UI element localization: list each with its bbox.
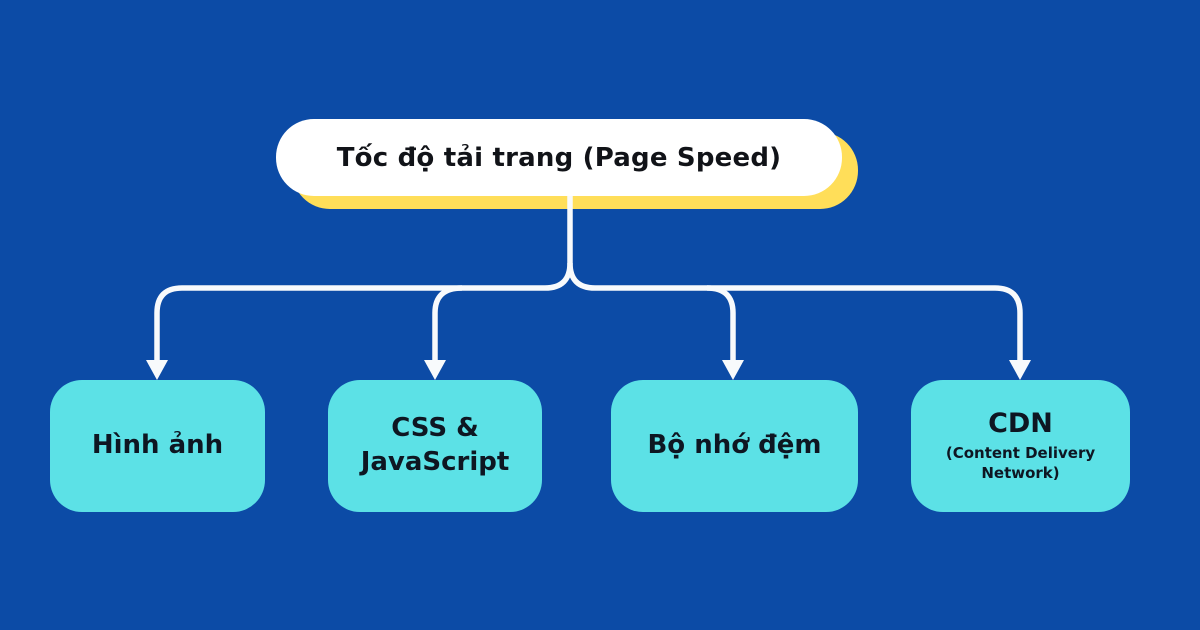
node-css-javascript: CSS & JavaScript: [328, 380, 542, 512]
node-cdn-label: CDN: [988, 407, 1053, 439]
arrowhead-node-2: [424, 360, 446, 380]
node-cdn-sublabel: (Content Delivery Network): [945, 443, 1096, 482]
root-node: Tốc độ tải trang (Page Speed): [276, 119, 842, 196]
node-cache: Bộ nhớ đệm: [611, 380, 858, 512]
node-images: Hình ảnh: [50, 380, 265, 512]
arrowhead-node-4: [1009, 360, 1031, 380]
arrowhead-node-1: [146, 360, 168, 380]
arrowhead-node-3: [722, 360, 744, 380]
branch-line-left-inner: [432, 285, 463, 361]
node-cache-label: Bộ nhớ đệm: [647, 430, 822, 461]
branch-line-left-outer: [154, 262, 573, 361]
root-node-label: Tốc độ tải trang (Page Speed): [336, 142, 782, 173]
node-images-label: Hình ảnh: [91, 430, 224, 461]
node-cdn: CDN (Content Delivery Network): [911, 380, 1130, 512]
node-css-javascript-label: CSS & JavaScript: [360, 413, 510, 477]
branch-line-right-inner: [706, 285, 736, 361]
branch-line-right-outer: [567, 262, 1023, 361]
